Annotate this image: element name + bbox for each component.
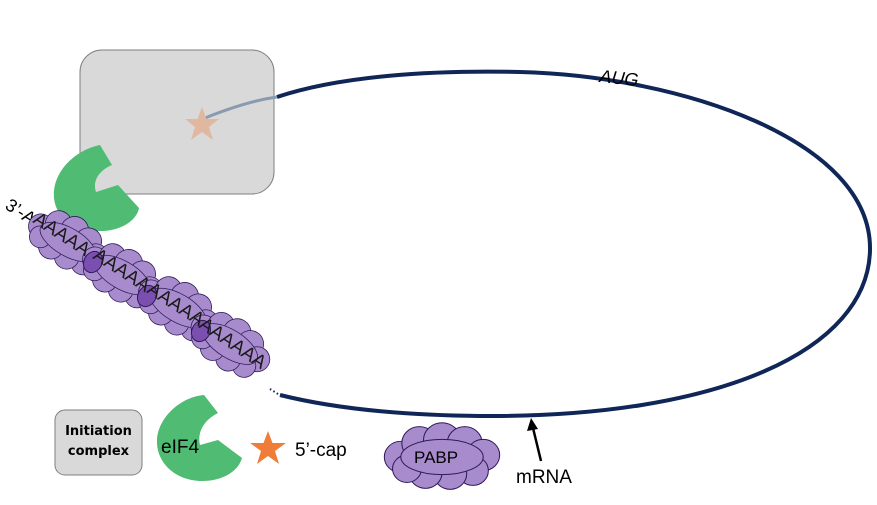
pabp-overlap-1 [82,250,104,274]
eif4-bound-icon [53,145,139,232]
initiation-complex-box [79,49,275,195]
legend-eif4-icon [156,395,242,481]
legend-cap-star-icon [250,431,286,464]
legend-pabp-label: PABP [414,448,458,467]
legend-cap-label: 5’-cap [295,440,347,461]
legend-initiation-line1: Initiation [65,424,132,439]
mrna-loop [276,69,873,419]
aug-label: AUG [598,66,640,90]
pabp-overlap-2 [136,284,158,308]
pabp-overlap-3 [190,319,212,343]
faded-cap-star-icon [185,107,219,140]
legend-initiation-line2: complex [68,444,130,459]
mrna-label: mRNA [516,467,572,488]
scan-line [204,95,278,120]
mrna-pointer-arrow [527,418,543,462]
legend-eif4-label: eIF4 [161,437,199,458]
legend-initiation-complex-box [54,409,143,476]
pabp-chain: AAAAA AAAAA AAAAA AAAAAA [16,196,282,390]
mrna-dotted-tail [269,388,279,395]
